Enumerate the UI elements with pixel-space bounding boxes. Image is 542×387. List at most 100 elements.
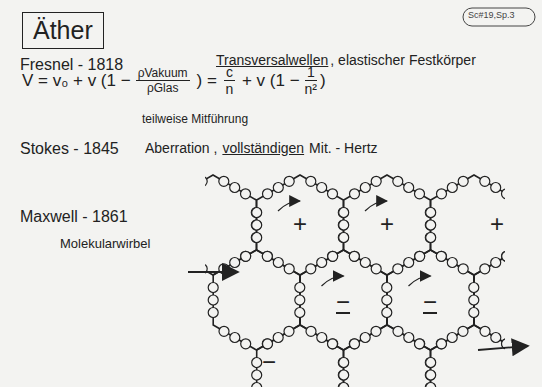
idle-wheel <box>436 251 446 261</box>
idle-wheel <box>230 183 240 193</box>
idle-wheel <box>502 189 506 199</box>
idle-wheel <box>241 339 251 349</box>
vortex-cell <box>300 250 387 350</box>
idle-wheel <box>252 220 262 230</box>
idle-wheel <box>360 333 370 343</box>
idle-wheel <box>393 326 403 336</box>
idle-wheel <box>328 251 338 261</box>
idle-wheel <box>208 308 218 318</box>
idle-wheel <box>339 383 349 387</box>
idle-wheel <box>436 339 446 349</box>
idle-wheel <box>338 208 348 218</box>
idle-wheel <box>491 258 501 268</box>
idle-wheel <box>306 176 316 186</box>
idle-wheel <box>252 358 262 368</box>
note-text: + <box>490 210 504 238</box>
idle-wheel <box>262 251 272 261</box>
idle-wheel <box>338 220 348 230</box>
idle-wheel <box>241 189 251 199</box>
idle-wheel <box>458 326 468 336</box>
vortex-cell <box>213 250 300 350</box>
idle-wheel <box>263 339 273 349</box>
note-text: n <box>226 81 234 97</box>
idle-wheel <box>295 308 305 318</box>
idle-wheel <box>480 326 490 336</box>
current-arrow <box>478 346 528 350</box>
idle-wheel <box>349 339 359 349</box>
idle-wheel <box>469 308 479 318</box>
idle-wheel <box>252 370 262 380</box>
rotation-arrow <box>365 201 387 211</box>
idle-wheel <box>350 339 360 349</box>
idle-wheel <box>382 308 392 318</box>
idle-wheel <box>263 189 273 199</box>
idle-wheel <box>273 183 283 193</box>
idle-wheel <box>295 295 305 305</box>
note-text: Sc#19,Sp.3 <box>468 10 515 20</box>
idle-wheel <box>426 233 436 243</box>
idle-wheel <box>425 370 435 380</box>
note-text: teilweise Mitführung <box>142 112 248 126</box>
idle-wheel <box>328 189 338 199</box>
vortex-cell <box>344 175 431 275</box>
idle-wheel <box>273 258 283 268</box>
idle-wheel <box>404 183 414 193</box>
note-text: − <box>262 348 276 376</box>
idle-wheel <box>491 333 501 343</box>
idle-wheel <box>458 264 468 274</box>
rotation-arrow <box>409 276 431 286</box>
vortex-cell <box>431 325 505 387</box>
idle-wheel <box>306 326 316 336</box>
idle-wheel <box>338 358 348 368</box>
idle-wheel <box>328 251 338 261</box>
note-text: ρGlas <box>147 81 179 95</box>
idle-wheel <box>338 383 348 387</box>
idle-wheel <box>208 283 218 293</box>
note-text: ρVakuum <box>136 66 190 81</box>
idle-wheel <box>469 283 479 293</box>
note-text: n² <box>305 81 317 97</box>
idle-wheel <box>426 383 436 387</box>
idle-wheel <box>339 208 349 218</box>
idle-wheel <box>360 183 370 193</box>
note-text: V = v₀ + v (1 − <box>22 71 131 91</box>
note-text: , elastischer Festkörper <box>330 52 476 68</box>
note-text: vollständigen <box>222 140 304 156</box>
idle-wheel <box>502 251 506 261</box>
idle-wheel <box>349 251 359 261</box>
note-text: + v (1 − <box>242 71 300 91</box>
idle-wheel <box>350 189 360 199</box>
idle-wheel <box>415 339 425 349</box>
hexagon-cells <box>205 175 505 387</box>
rotation-arrow <box>322 276 344 286</box>
note-text: − <box>423 288 437 316</box>
idle-wheel <box>469 295 479 305</box>
idle-wheel <box>426 220 436 230</box>
idle-wheel <box>415 251 425 261</box>
idle-wheel <box>360 258 370 268</box>
idle-wheel <box>338 233 348 243</box>
idle-wheel <box>426 358 436 368</box>
idle-wheel <box>415 251 425 261</box>
idle-wheel <box>426 208 436 218</box>
idle-wheel <box>230 258 240 268</box>
idle-wheel <box>339 220 349 230</box>
idle-wheel <box>328 339 338 349</box>
rotation-arrows <box>278 201 431 286</box>
vortex-cell <box>344 325 431 387</box>
idle-wheel <box>404 258 414 268</box>
idle-wheel <box>425 208 435 218</box>
idle-wheel <box>480 176 490 186</box>
note-text: Maxwell - 1861 <box>20 208 128 226</box>
idle-wheel <box>350 251 360 261</box>
note-text: Molekularwirbel <box>60 236 150 251</box>
vortex-cell <box>431 175 505 275</box>
current-arrow <box>188 271 238 273</box>
note-text: + <box>380 210 394 238</box>
vortex-cell <box>257 175 344 275</box>
idle-wheel <box>425 233 435 243</box>
note-text: Mit. - Hertz <box>309 140 377 156</box>
idle-wheel <box>284 264 294 274</box>
idle-wheel <box>371 264 381 274</box>
note-text: + <box>293 210 307 238</box>
